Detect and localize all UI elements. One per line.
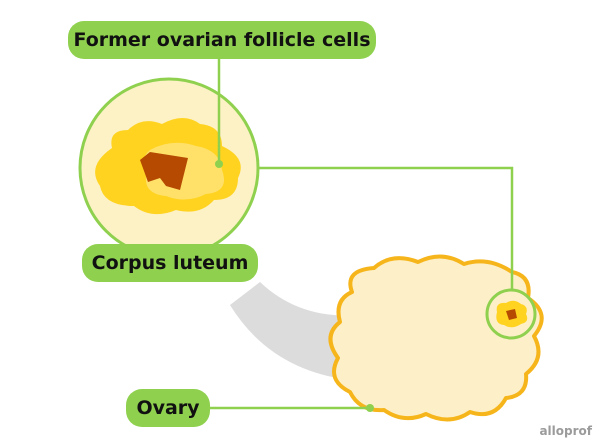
ovary-shape <box>328 254 544 422</box>
alloprof-logo: alloprof <box>539 424 592 438</box>
corpus-center-shape <box>140 152 188 190</box>
ovary-label: Ovary <box>126 389 210 427</box>
corpus-luteum-label: Corpus luteum <box>82 244 258 282</box>
ovary-connector-dot <box>366 404 374 412</box>
follicle-connector-dot <box>215 160 223 168</box>
small-corpus-center <box>506 309 517 320</box>
ligament-shape <box>230 282 360 380</box>
follicle-cells-label: Former ovarian follicle cells <box>68 21 376 59</box>
zoom-connector-line <box>258 166 514 290</box>
